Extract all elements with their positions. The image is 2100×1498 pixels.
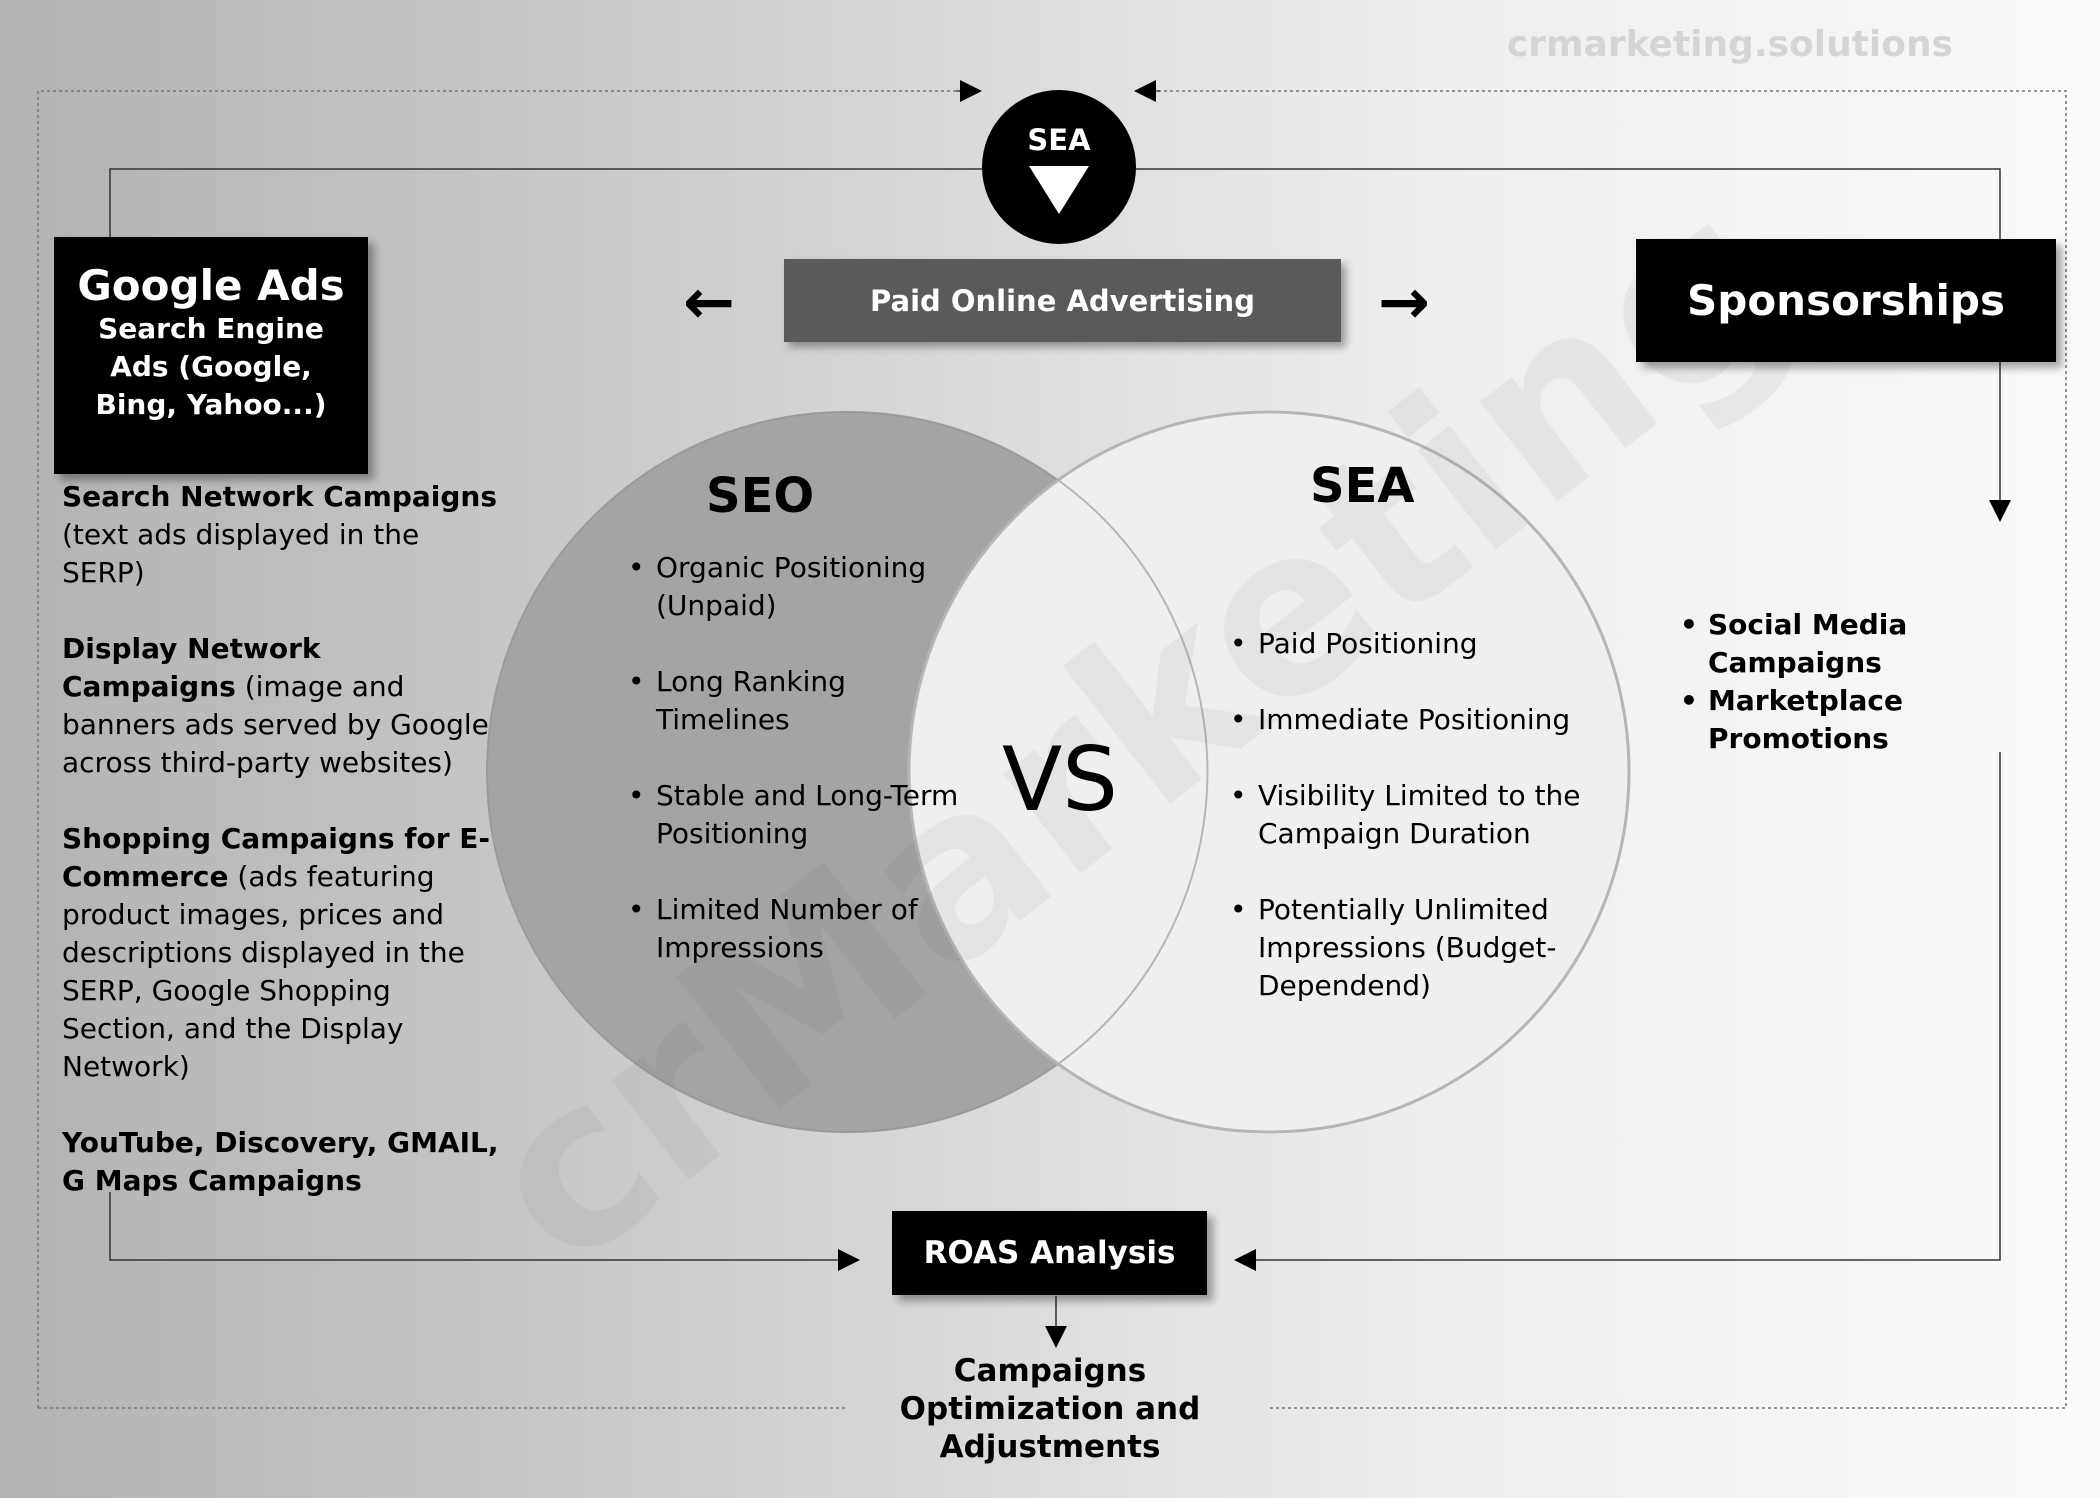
google-ads-title: Google Ads	[77, 261, 345, 310]
list-item: Organic Positioning (Unpaid)	[628, 549, 988, 625]
list-item: Visibility Limited to the Campaign Durat…	[1230, 777, 1610, 853]
list-item: Shopping Campaigns for E-Commerce (ads f…	[62, 820, 502, 1086]
seo-list: Organic Positioning (Unpaid) Long Rankin…	[628, 549, 988, 1005]
list-item: Long Ranking Timelines	[628, 663, 988, 739]
sea-title: SEA	[1310, 458, 1415, 514]
sea-badge-label: SEA	[1027, 123, 1091, 157]
item-heading: YouTube, Discovery, GMAIL, G Maps Campai…	[62, 1126, 499, 1197]
sponsorships-box: Sponsorships	[1636, 239, 2056, 362]
list-item: Limited Number of Impressions	[628, 891, 988, 967]
sponsorships-list: Social Media Campaigns Marketplace Promo…	[1680, 606, 2080, 758]
site-watermark: crmarketing.solutions	[1506, 24, 1954, 65]
google-ads-box: Google Ads Search Engine Ads (Google, Bi…	[54, 237, 368, 474]
triangle-down-icon	[1029, 166, 1089, 214]
list-item: Paid Positioning	[1230, 625, 1610, 663]
item-heading: Search Network Campaigns	[62, 480, 498, 513]
list-item: Potentially Unlimited Impressions (Budge…	[1230, 891, 1610, 1005]
campaigns-optimization-label: Campaigns Optimization and Adjustments	[899, 1353, 1201, 1465]
right-to-roas-line	[1234, 752, 2001, 1271]
list-item: Search Network Campaigns (text ads displ…	[62, 478, 502, 592]
roas-analysis-box: ROAS Analysis	[892, 1211, 1207, 1295]
paid-online-advertising-banner: Paid Online Advertising	[784, 259, 1341, 342]
list-item: Marketplace Promotions	[1680, 682, 2080, 758]
sea-list: Paid Positioning Immediate Positioning V…	[1230, 625, 1610, 1043]
venn-overlap-outline	[1057, 479, 1209, 1065]
item-description: (image and banners ads served by Google …	[62, 670, 489, 779]
item-description: (text ads displayed in the SERP)	[62, 518, 420, 589]
vs-label: VS	[1001, 728, 1119, 831]
list-item: Immediate Positioning	[1230, 701, 1610, 739]
list-item: Social Media Campaigns	[1680, 606, 2080, 682]
arrow-right-icon: →	[1378, 265, 1430, 338]
left-to-roas-line	[109, 1192, 860, 1271]
google-ads-subtitle: Search Engine Ads (Google, Bing, Yahoo..…	[95, 312, 327, 421]
item-heading: Display Network Campaigns	[62, 632, 321, 703]
list-item: YouTube, Discovery, GMAIL, G Maps Campai…	[62, 1124, 502, 1200]
sea-badge: SEA	[982, 90, 1136, 244]
google-ads-campaign-list: Search Network Campaigns (text ads displ…	[62, 478, 502, 1238]
list-item: Stable and Long-Term Positioning	[628, 777, 988, 853]
item-heading: Shopping Campaigns for E-Commerce	[62, 822, 491, 893]
list-item: Display Network Campaigns (image and ban…	[62, 630, 502, 782]
arrow-left-icon: ←	[683, 265, 735, 338]
item-description: (ads featuring product images, prices an…	[62, 860, 465, 1083]
seo-title: SEO	[706, 468, 815, 524]
